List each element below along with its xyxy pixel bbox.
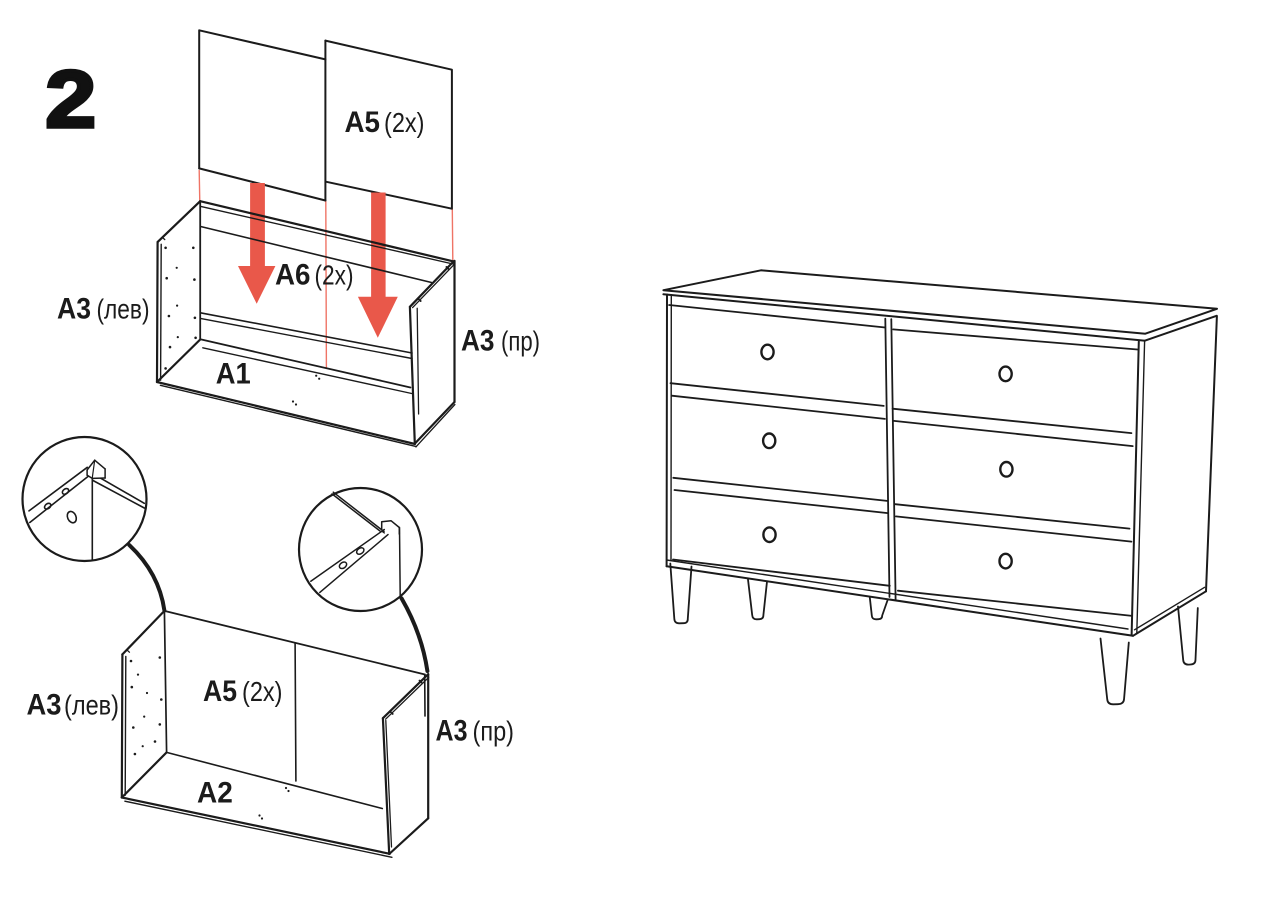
svg-text:(лев): (лев) (97, 293, 150, 324)
svg-text:A1: A1 (216, 358, 251, 391)
svg-text:(2x): (2x) (315, 260, 354, 291)
svg-text:A6: A6 (275, 259, 311, 292)
svg-text:(2x): (2x) (384, 107, 425, 138)
svg-text:A2: A2 (197, 777, 233, 810)
svg-text:A3: A3 (436, 714, 468, 747)
svg-text:A3: A3 (27, 689, 62, 722)
svg-text:(лев): (лев) (64, 690, 119, 721)
svg-text:(пр): (пр) (501, 326, 540, 357)
svg-text:A3: A3 (57, 292, 91, 325)
svg-text:(пр): (пр) (473, 715, 515, 746)
svg-text:A5: A5 (203, 675, 237, 708)
svg-text:2: 2 (45, 55, 96, 145)
svg-text:A3: A3 (461, 325, 495, 358)
svg-text:A5: A5 (345, 106, 381, 139)
svg-text:(2x): (2x) (242, 676, 283, 707)
